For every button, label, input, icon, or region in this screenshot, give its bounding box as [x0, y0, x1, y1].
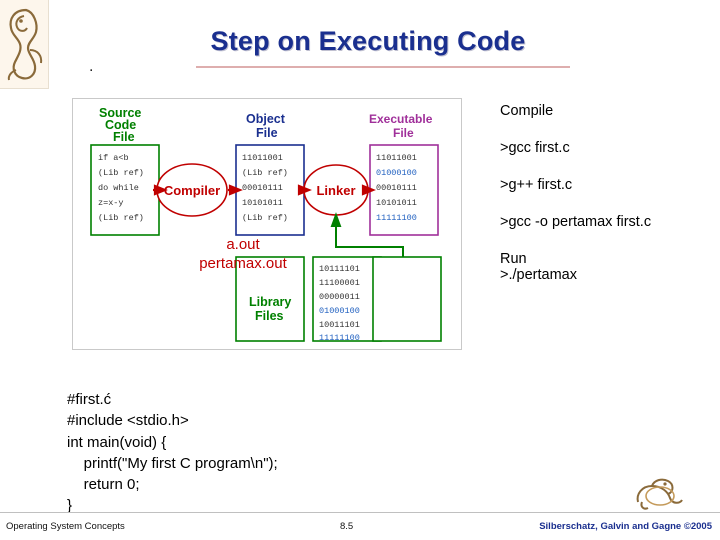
code-line-3: int main(void) { — [67, 433, 167, 451]
footer-copyright: Silberschatz, Galvin and Gagne ©2005 — [539, 521, 712, 532]
title-dot-mark: . — [89, 58, 94, 75]
note-run-block: Run >./pertamax — [500, 250, 715, 284]
svg-text:00010111: 00010111 — [376, 183, 417, 193]
svg-text:11111100: 11111100 — [376, 213, 417, 223]
svg-text:Compiler: Compiler — [164, 183, 220, 198]
note-gcc-first-c: >gcc first.c — [500, 139, 570, 156]
title-underline — [196, 66, 570, 68]
svg-text:11011001: 11011001 — [242, 153, 283, 163]
svg-text:(Lib ref): (Lib ref) — [98, 168, 144, 178]
svg-text:00010111: 00010111 — [242, 183, 283, 193]
svg-text:11111100: 11111100 — [319, 333, 360, 343]
compilation-flow-diagram: Source Code File Object File Executable … — [72, 98, 462, 350]
svg-text:Executable: Executable — [369, 112, 433, 126]
svg-text:Source: Source — [99, 106, 141, 120]
corner-dinosaur-logo — [630, 472, 690, 512]
svg-text:Library: Library — [249, 295, 291, 309]
code-line-6: } — [67, 497, 73, 515]
footer-book-title: Operating System Concepts — [6, 521, 125, 532]
svg-text:10111101: 10111101 — [319, 264, 360, 274]
svg-text:if a<b: if a<b — [98, 153, 129, 163]
aout-custom-name: pertamax.out — [199, 254, 287, 272]
svg-text:File: File — [256, 126, 278, 140]
svg-text:Object: Object — [246, 112, 286, 126]
note-run-command: >./pertamax — [500, 266, 577, 283]
command-notes: Compile >gcc first.c >g++ first.c >gcc -… — [500, 103, 715, 284]
source-code-block: #first.ć #include <stdio.h> int main(vo… — [67, 389, 278, 517]
svg-text:11011001: 11011001 — [376, 153, 417, 163]
svg-text:z=x-y: z=x-y — [98, 198, 124, 208]
code-line-5: return 0; — [67, 476, 140, 494]
svg-text:00000011: 00000011 — [319, 292, 360, 302]
svg-text:10101011: 10101011 — [376, 198, 417, 208]
svg-text:10101011: 10101011 — [242, 198, 283, 208]
svg-text:Linker: Linker — [316, 183, 355, 198]
svg-text:Files: Files — [255, 309, 284, 323]
note-compile: Compile — [500, 103, 554, 119]
svg-text:Code: Code — [105, 118, 136, 132]
page-title: Step on Executing Code — [210, 26, 526, 56]
note-gpp-first-c: >g++ first.c — [500, 176, 573, 193]
svg-text:01000100: 01000100 — [319, 306, 360, 316]
note-run-title: Run — [500, 250, 527, 267]
svg-text:11100001: 11100001 — [319, 278, 360, 288]
svg-text:01000100: 01000100 — [376, 168, 417, 178]
footer-divider — [0, 512, 720, 513]
svg-text:(Lib ref): (Lib ref) — [242, 168, 288, 178]
svg-text:10011101: 10011101 — [319, 320, 360, 330]
code-line-1: #first.ć — [67, 391, 112, 408]
footer-slide-number: 8.5 — [340, 521, 354, 532]
note-gcc-output: >gcc -o pertamax first.c — [500, 213, 652, 230]
svg-text:(Lib ref): (Lib ref) — [242, 213, 288, 223]
svg-text:do while: do while — [98, 183, 139, 193]
code-line-2: #include <stdio.h> — [67, 412, 189, 430]
code-line-4: printf("My first C program\n"); — [67, 454, 278, 472]
aout-label: a.out pertamax.out — [178, 236, 308, 274]
svg-text:(Lib ref): (Lib ref) — [98, 213, 144, 223]
svg-text:File: File — [113, 130, 135, 144]
aout-default-name: a.out — [226, 236, 260, 253]
dinosaur-logo — [0, 0, 49, 89]
svg-text:File: File — [393, 126, 414, 140]
